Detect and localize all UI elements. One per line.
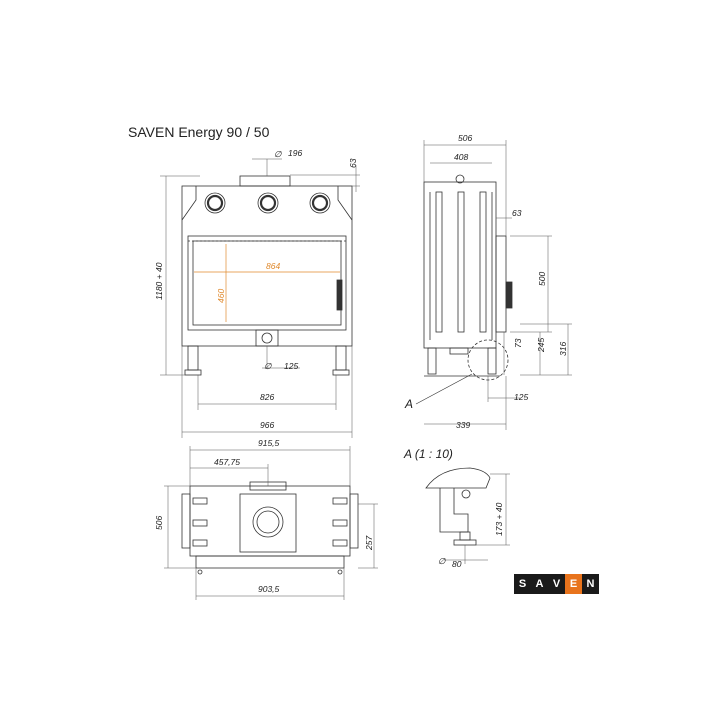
dim-side-foot: 125 [514, 392, 528, 402]
dim-side-outer-width: 506 [458, 133, 472, 143]
front-foot-left [184, 369, 202, 376]
side-view [415, 140, 572, 430]
side-rib-3 [479, 191, 487, 333]
dim-side-offset: 63 [512, 208, 522, 218]
front-door-frame [187, 235, 347, 331]
dim-side-245: 245 [536, 338, 546, 353]
detail-a-cap [425, 467, 491, 489]
side-body [423, 181, 497, 349]
top-base-plate [195, 555, 345, 569]
detail-a-foot [453, 539, 477, 546]
side-handle [505, 281, 513, 309]
outlet-center-inner [259, 194, 277, 212]
front-leg-left [187, 345, 199, 371]
diameter-symbol: ∅ [274, 149, 282, 159]
top-flue-inner [256, 510, 280, 534]
dim-top-half: 457,75 [214, 457, 240, 467]
dim-top-width: 915,5 [258, 438, 280, 448]
diameter-symbol-3: ∅ [438, 556, 446, 566]
detail-a-foot-stem [459, 531, 471, 541]
side-rib-2 [457, 191, 465, 333]
outlet-right-inner [311, 194, 329, 212]
saven-logo: S A V E N [514, 574, 599, 594]
diameter-symbol-2: ∅ [264, 361, 272, 371]
top-side-right [349, 493, 359, 549]
front-foot-right [332, 369, 350, 376]
logo-letter: N [582, 574, 599, 594]
top-view [164, 446, 378, 600]
dim-front-total-width: 966 [260, 420, 274, 430]
drawing-title: SAVEN Energy 90 / 50 [128, 124, 270, 140]
top-bracket-5 [332, 519, 348, 527]
dim-front-inner-width: 826 [260, 392, 274, 402]
outlet-left [204, 192, 226, 214]
side-leg-right [487, 347, 497, 375]
logo-letter-accent: E [565, 574, 582, 594]
dim-detail-foot: 80 [452, 559, 462, 569]
dim-front-top-flue: 196 [288, 148, 302, 158]
outlet-left-inner [206, 194, 224, 212]
detail-a-screw [461, 489, 471, 499]
front-air-inlet [255, 329, 279, 347]
front-top-collar [239, 175, 291, 187]
detail-marker-a: A [404, 397, 413, 411]
logo-letter: A [531, 574, 548, 594]
detail-a-bracket [439, 488, 469, 533]
logo-letter: S [514, 574, 531, 594]
dim-side-73: 73 [513, 338, 523, 348]
top-bracket-3 [192, 539, 208, 547]
dim-side-window-height: 500 [537, 272, 547, 286]
dim-front-window-width: 864 [266, 261, 280, 271]
top-bracket-2 [192, 519, 208, 527]
dim-side-316: 316 [558, 342, 568, 356]
top-side-left [181, 493, 191, 549]
top-flue-plate [239, 493, 297, 553]
side-rib-1 [435, 191, 443, 333]
dim-front-top-height: 63 [348, 158, 358, 168]
dim-side-depth: 339 [456, 420, 470, 430]
side-leg-left [427, 347, 437, 375]
side-top-collar [455, 174, 465, 184]
front-shoulders [181, 186, 353, 221]
dim-detail-height: 173 + 40 [494, 502, 504, 536]
front-leg-right [335, 345, 347, 371]
dim-side-inner-width: 408 [454, 152, 468, 162]
detail-a-label: A (1 : 10) [403, 447, 453, 461]
outlet-right [309, 192, 331, 214]
top-bracket-1 [192, 497, 208, 505]
front-glass [192, 240, 342, 326]
top-bracket-6 [332, 539, 348, 547]
top-bracket-4 [332, 497, 348, 505]
outlet-center [257, 192, 279, 214]
top-body [189, 485, 351, 557]
dim-top-depth: 506 [154, 516, 164, 530]
top-flue-outer [252, 506, 284, 538]
dim-front-window-height: 460 [216, 289, 226, 303]
side-door [495, 235, 507, 333]
side-air-inlet [449, 347, 469, 355]
front-view [160, 158, 360, 438]
logo-letter: V [548, 574, 565, 594]
dim-top-257: 257 [364, 536, 374, 551]
dim-top-base-width: 903,5 [258, 584, 280, 594]
dim-front-total-height: 1180 + 40 [154, 262, 164, 300]
dim-front-bottom-flue: 125 [284, 361, 298, 371]
front-air-inlet-circle [261, 332, 273, 344]
detail-a-view [425, 467, 510, 564]
front-door-handle [336, 279, 343, 311]
